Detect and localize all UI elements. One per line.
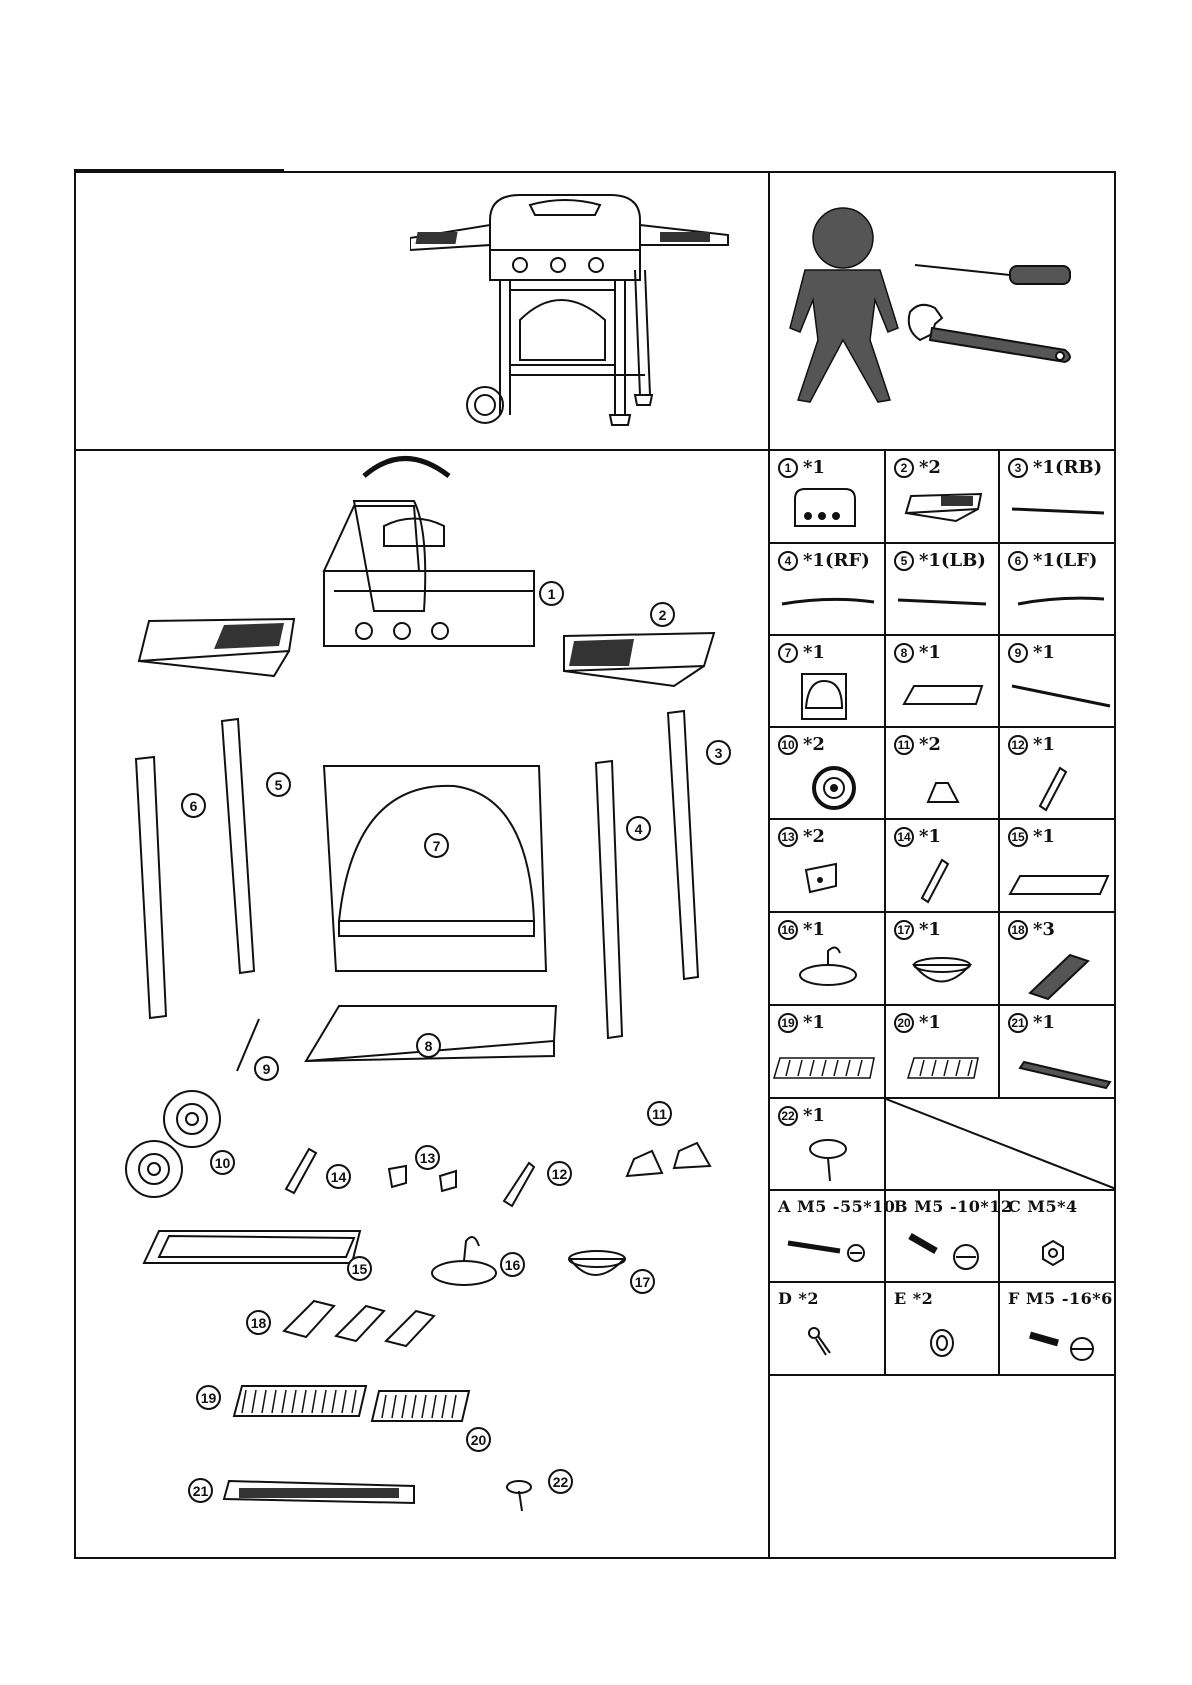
callout-17: 17 — [630, 1269, 655, 1294]
cooking-grate-icon — [886, 1006, 998, 1097]
callout-3: 3 — [706, 740, 731, 765]
callout-11: 11 — [647, 1101, 672, 1126]
part-cell-18: 18*3 — [1000, 913, 1116, 1004]
part-cell-8: 8*1 — [886, 636, 998, 726]
part-cell-12: 12*1 — [1000, 728, 1116, 818]
callout-1: 1 — [539, 581, 564, 606]
hardware-cell-f: F M5 -16*6 — [1000, 1283, 1116, 1374]
bolt-icon — [886, 1191, 998, 1281]
leg-icon — [886, 544, 998, 634]
cooking-grate-icon — [770, 1006, 884, 1097]
part-cell-5: 5*1(LB) — [886, 544, 998, 634]
wheel-icon — [770, 728, 884, 818]
leg-icon — [770, 544, 884, 634]
part-cell-20: 20*1 — [886, 1006, 998, 1097]
top-left-rule — [74, 169, 284, 171]
callout-10: 10 — [210, 1150, 235, 1175]
heat-tent-icon — [1000, 913, 1116, 1004]
grid-row-line-10 — [770, 1374, 1116, 1376]
callout-16: 16 — [500, 1252, 525, 1277]
bracket-icon — [770, 820, 884, 911]
part-cell-9: 9*1 — [1000, 636, 1116, 726]
bracket-icon — [886, 820, 998, 911]
foot-icon — [886, 728, 998, 818]
part-cell-2: 2*2 — [886, 451, 998, 542]
wrench-icon — [909, 305, 1070, 362]
grease-tray-icon — [1000, 820, 1116, 911]
callout-14: 14 — [326, 1164, 351, 1189]
part-cell-11: 11*2 — [886, 728, 998, 818]
part-cell-4: 4*1(RF) — [770, 544, 884, 634]
callout-6: 6 — [181, 793, 206, 818]
callout-21: 21 — [188, 1478, 213, 1503]
callout-19: 19 — [196, 1385, 221, 1410]
part-cell-1: 1*1 — [770, 451, 884, 542]
part-cell-17: 17*1 — [886, 913, 998, 1004]
callout-20: 20 — [466, 1427, 491, 1452]
cup-icon — [886, 913, 998, 1004]
part-cell-19: 19*1 — [770, 1006, 884, 1097]
callout-7: 7 — [424, 833, 449, 858]
tools-illustration — [770, 200, 1100, 410]
side-shelf-icon — [886, 451, 998, 542]
bracket-icon — [1000, 728, 1116, 818]
part-cell-7: 7*1 — [770, 636, 884, 726]
hardware-cell-b: B M5 -10*12 — [886, 1191, 998, 1281]
part-cell-10: 10*2 — [770, 728, 884, 818]
part-cell-16: 16*1 — [770, 913, 884, 1004]
part-cell-21: 21*1 — [1000, 1006, 1116, 1097]
callout-18: 18 — [246, 1310, 271, 1335]
part-cell-3: 3*1(RB) — [1000, 451, 1116, 542]
bolt-icon — [770, 1191, 884, 1281]
cup-holder-icon — [770, 913, 884, 1004]
nut-icon — [1000, 1191, 1116, 1281]
person-icon — [790, 208, 898, 402]
part-cell-22: 22*1 — [770, 1099, 884, 1189]
callout-9: 9 — [254, 1056, 279, 1081]
hardware-cell-c: C M5*4 — [1000, 1191, 1116, 1281]
grill-head-icon — [770, 451, 884, 542]
callout-5: 5 — [266, 772, 291, 797]
bottom-shelf-icon — [886, 636, 998, 726]
front-panel-icon — [770, 636, 884, 726]
warming-rack-icon — [1000, 1006, 1116, 1097]
leg-icon — [1000, 544, 1116, 634]
callout-22: 22 — [548, 1469, 573, 1494]
part-cell-14: 14*1 — [886, 820, 998, 911]
callout-13: 13 — [415, 1145, 440, 1170]
hardware-cell-a: A M5 -55*10 — [770, 1191, 884, 1281]
callout-8: 8 — [416, 1033, 441, 1058]
cotter-pin-icon — [770, 1283, 884, 1374]
assembled-grill-illustration — [410, 190, 740, 435]
rod-icon — [1000, 636, 1116, 726]
screwdriver-icon — [915, 265, 1070, 284]
callout-4: 4 — [626, 816, 651, 841]
part-cell-6: 6*1(LF) — [1000, 544, 1116, 634]
callout-12: 12 — [547, 1161, 572, 1186]
part-cell-13: 13*2 — [770, 820, 884, 911]
empty-cell-diagonal — [886, 1099, 1116, 1189]
thermometer-icon — [770, 1099, 884, 1189]
leg-icon — [1000, 451, 1116, 542]
hardware-cell-d: D *2 — [770, 1283, 884, 1374]
washer-icon — [886, 1283, 998, 1374]
bolt-icon — [1000, 1283, 1116, 1374]
hardware-cell-e: E *2 — [886, 1283, 998, 1374]
callout-15: 15 — [347, 1256, 372, 1281]
callout-2: 2 — [650, 602, 675, 627]
part-cell-15: 15*1 — [1000, 820, 1116, 911]
